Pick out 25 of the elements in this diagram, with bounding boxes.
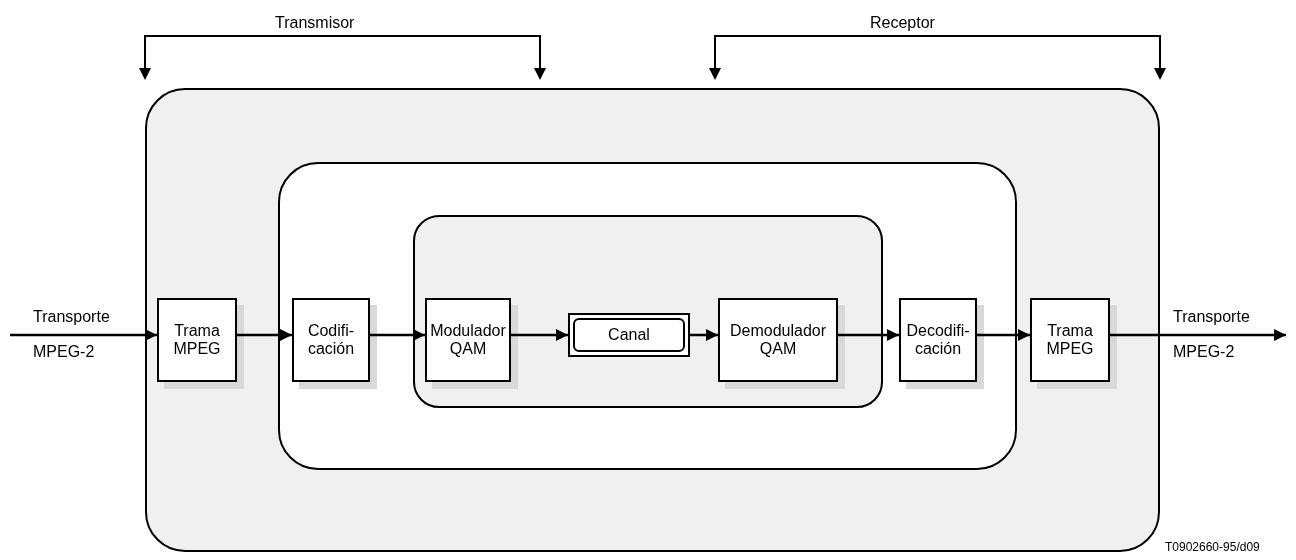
arrow [10,328,157,342]
box-label: Decodifi- cación [905,322,971,358]
bracket-label: Transmisor [275,14,355,32]
arrow [690,328,718,342]
box-label: Demodulador QAM [728,322,828,358]
rounded-panel [413,215,883,408]
arrow [370,328,425,342]
signal-label: Transporte [33,308,110,326]
signal-label: MPEG-2 [33,343,95,361]
signal-label: Transporte [1173,308,1250,326]
arrow [1110,328,1286,342]
channel-label: Canal [573,318,685,352]
box-label: Trama MPEG [1045,322,1095,358]
box-label: Codifi- cación [306,322,356,358]
arrow [977,328,1030,342]
rounded-panel [145,88,1160,552]
signal-label: MPEG-2 [1173,343,1235,361]
arrow [237,328,292,342]
bracket-label: Receptor [870,14,935,32]
box-label: Modulador QAM [429,322,507,358]
box-label: Trama MPEG [172,322,222,358]
arrow [511,328,568,342]
figure-code: T0902660-95/d09 [1165,540,1260,554]
rounded-panel [278,162,1017,470]
arrow [838,328,899,342]
